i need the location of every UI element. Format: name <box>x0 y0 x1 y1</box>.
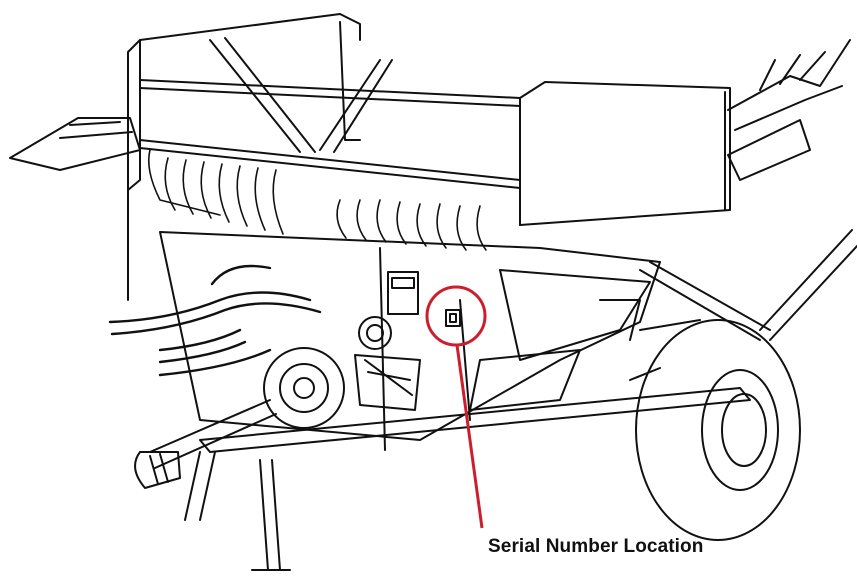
chassis-frame <box>184 229 857 571</box>
control-panel <box>387 271 461 327</box>
callout-leader-line <box>455 344 484 529</box>
main-body <box>159 231 661 451</box>
serial-number-highlight-circle <box>425 285 487 347</box>
top-frame <box>139 13 521 189</box>
right-chute <box>519 81 731 226</box>
wheel <box>629 319 801 541</box>
hydraulic-hoses <box>108 264 322 377</box>
serial-number-callout <box>425 285 487 529</box>
grill-screen <box>147 149 487 251</box>
pto-driveline <box>134 316 392 489</box>
right-arms <box>727 39 851 181</box>
left-deflector <box>9 117 141 171</box>
serial-number-location-label: Serial Number Location <box>488 536 704 557</box>
left-side-panel <box>127 39 141 301</box>
rate-gauge <box>354 354 421 411</box>
